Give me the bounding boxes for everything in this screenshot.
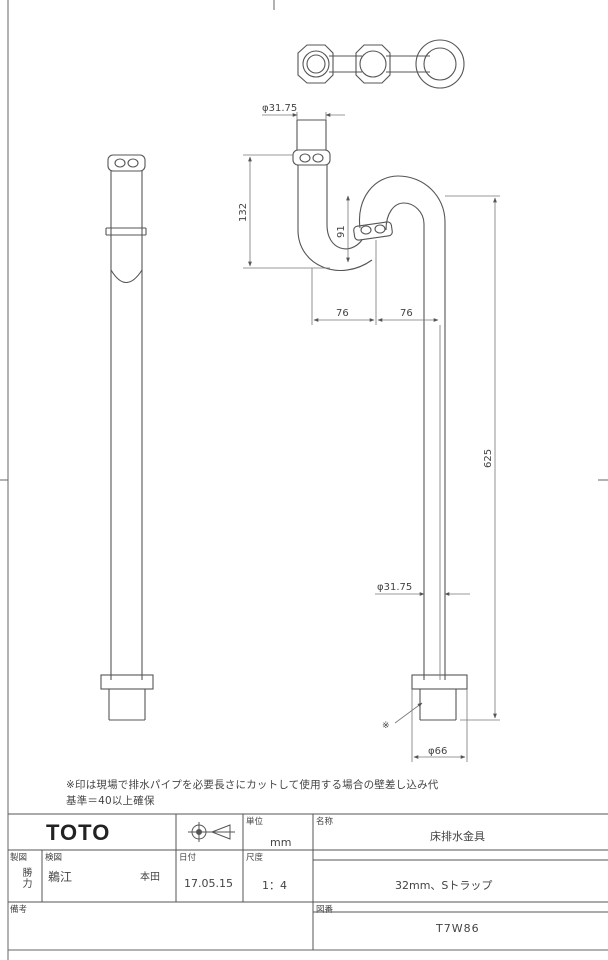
dim-76-right: 76: [400, 308, 413, 319]
note-line-1: ※印は現場で排水パイプを必要長さにカットして使用する場合の壁差し込み代: [66, 779, 439, 791]
remarks-label: 備考: [10, 905, 28, 915]
s-trap-main-view: [292, 119, 468, 721]
checked-label: 検図: [45, 853, 63, 863]
dimension-lines: [243, 112, 500, 762]
name-value: 床排水金具: [430, 830, 485, 843]
dim-91: 91: [336, 225, 347, 238]
projection-symbol-icon: [188, 822, 235, 842]
dim-top-diameter: φ31.75: [262, 103, 297, 114]
checked-by: 鵜江: [48, 870, 73, 884]
scale-label: 尺度: [246, 853, 264, 863]
top-view: [297, 39, 465, 89]
dim-height-132: 132: [238, 203, 249, 222]
dim-base-diameter: φ66: [428, 746, 447, 757]
brand-logo: TOTO: [46, 820, 111, 845]
date-value: 17.05.15: [184, 877, 233, 890]
dim-625: 625: [483, 449, 494, 468]
name-label: 名称: [316, 817, 334, 827]
drawing-number: T7W86: [436, 922, 480, 935]
drafted-label: 製図: [10, 853, 28, 863]
unit-value: mm: [270, 836, 292, 849]
dim-lower-diameter: φ31.75: [377, 582, 412, 593]
dim-76-left: 76: [336, 308, 349, 319]
drafted-by: 勝力: [20, 867, 31, 889]
spec-value: 32mm、Sトラップ: [395, 879, 493, 892]
title-block-grid: [8, 813, 608, 950]
date-label: 日付: [179, 853, 197, 863]
cut-marker: ※: [382, 721, 390, 731]
number-label: 図番: [316, 905, 334, 915]
side-view-pipe: [100, 154, 154, 721]
unit-label: 単位: [246, 817, 264, 827]
note-line-2: 基準＝40以上確保: [66, 795, 155, 807]
approved-by: 本田: [140, 872, 160, 883]
scale-value: 1：4: [262, 879, 287, 892]
